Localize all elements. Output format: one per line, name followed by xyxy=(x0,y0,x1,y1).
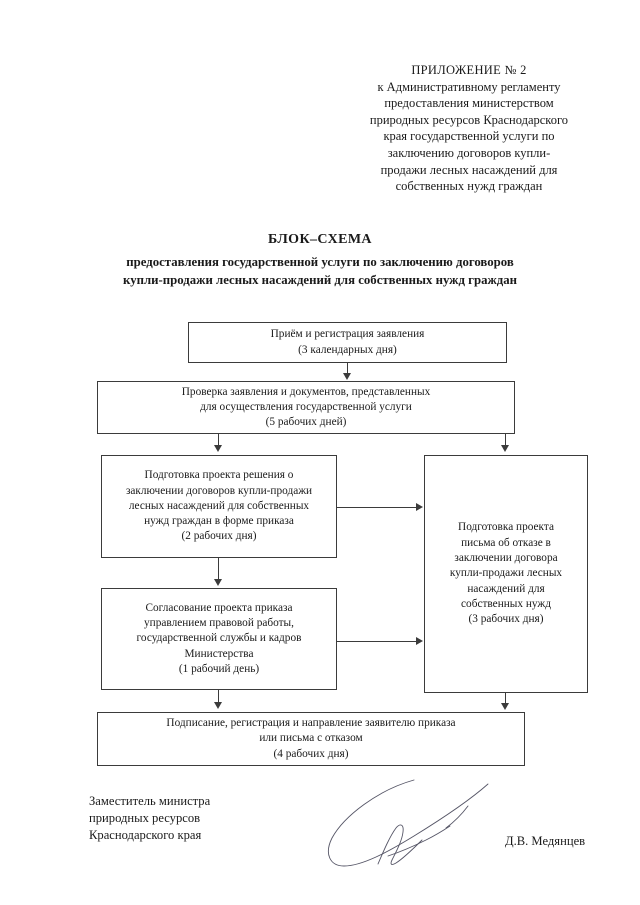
flow-node-refusal-letter-line-4: купли-продажи лесных xyxy=(449,567,563,580)
flow-node-approval-line-2: управлением правовой работы, xyxy=(144,617,294,630)
document-title-block: БЛОК–СХЕМА предоставления государственно… xyxy=(60,232,580,289)
flow-node-prepare-order-line-4: нужд граждан в форме приказа xyxy=(144,515,294,528)
flow-node-check: Проверка заявления и документов, предста… xyxy=(97,381,515,434)
connector-refusal-to-sign xyxy=(505,693,506,704)
flow-node-check-line-2: для осуществления государственной услуги xyxy=(200,400,412,413)
signature-role-line-2: природных ресурсов xyxy=(89,811,201,825)
flow-node-acceptance-line-1: Приём и регистрация заявления xyxy=(270,328,425,341)
signature-name: Д.В. Медянцев xyxy=(505,834,586,848)
flow-node-refusal-letter-line-6: собственных нужд xyxy=(461,597,551,610)
flow-node-acceptance: Приём и регистрация заявления (3 календа… xyxy=(188,322,507,363)
flow-node-prepare-order-line-5: (2 рабочих дня) xyxy=(181,530,257,543)
handwritten-signature-icon xyxy=(328,779,489,867)
flow-node-approval-line-1: Согласование проекта приказа xyxy=(145,601,293,614)
flow-node-prepare-order-line-2: заключении договоров купли-продажи xyxy=(125,484,313,497)
signature-role-line-1: Заместитель министра xyxy=(89,794,211,808)
flow-node-check-line-1: Проверка заявления и документов, предста… xyxy=(181,385,431,398)
flow-node-prepare-order: Подготовка проекта решения о заключении … xyxy=(101,455,337,558)
arrowhead-prepare-to-refusal xyxy=(416,503,423,511)
flow-node-approval-line-5: (1 рабочий день) xyxy=(178,662,260,675)
flow-node-signing: Подписание, регистрация и направление за… xyxy=(97,712,525,766)
flow-node-refusal-letter-line-2: письма об отказе в xyxy=(461,536,551,549)
connector-acceptance-to-check xyxy=(347,363,348,374)
signature-role: Заместитель министра природных ресурсов … xyxy=(89,793,210,844)
flow-node-prepare-order-line-3: лесных насаждений для собственных xyxy=(128,499,310,512)
flow-node-approval-line-4: Министерства xyxy=(184,647,254,660)
appendix-title: ПРИЛОЖЕНИЕ № 2 xyxy=(411,63,527,77)
appendix-header: ПРИЛОЖЕНИЕ № 2 к Административному регла… xyxy=(345,62,593,195)
document-subtitle-line-1: предоставления государственной услуги по… xyxy=(126,255,514,269)
appendix-line-4: края государственной услуги по xyxy=(383,129,555,144)
arrowhead-approval-to-sign xyxy=(214,702,222,709)
flow-node-refusal-letter: Подготовка проекта письма об отказе в за… xyxy=(424,455,588,693)
arrowhead-prepare-to-approve xyxy=(214,579,222,586)
connector-check-to-refusal xyxy=(505,434,506,446)
page-title: БЛОК–СХЕМА xyxy=(268,232,372,247)
flow-node-refusal-letter-line-3: заключении договора xyxy=(454,552,558,565)
arrowhead-check-to-prepare xyxy=(214,445,222,452)
flow-node-check-line-3: (5 рабочих дней) xyxy=(265,416,347,429)
flow-node-prepare-order-line-1: Подготовка проекта решения о xyxy=(144,469,294,482)
flow-node-approval: Согласование проекта приказа управлением… xyxy=(101,588,337,690)
arrowhead-check-to-refusal xyxy=(501,445,509,452)
document-subtitle-line-2: купли-продажи лесных насаждений для собс… xyxy=(123,273,517,287)
appendix-line-1: к Административному регламенту xyxy=(377,79,561,94)
flow-node-refusal-letter-line-5: насаждений для xyxy=(467,582,545,595)
appendix-line-6: продажи лесных насаждений для xyxy=(380,162,558,177)
flow-node-acceptance-line-2: (3 календарных дня) xyxy=(298,343,397,356)
appendix-line-2: предоставления министерством xyxy=(384,96,554,111)
arrowhead-refusal-to-sign xyxy=(501,703,509,710)
flow-node-signing-line-3: (4 рабочих дня) xyxy=(273,747,349,760)
appendix-line-5: заключению договоров купли- xyxy=(387,145,551,160)
flow-node-signing-line-2: или письма с отказом xyxy=(259,732,363,745)
connector-check-to-prepare xyxy=(218,434,219,446)
connector-prepare-to-refusal xyxy=(337,507,417,508)
arrowhead-approval-to-refusal xyxy=(416,637,423,645)
appendix-line-7: собственных нужд граждан xyxy=(395,179,543,194)
connector-approval-to-sign xyxy=(218,690,219,703)
flow-node-approval-line-3: государственной службы и кадров xyxy=(136,632,302,645)
flow-node-signing-line-1: Подписание, регистрация и направление за… xyxy=(166,717,456,730)
connector-prepare-to-approve xyxy=(218,558,219,580)
connector-approval-to-refusal xyxy=(337,641,417,642)
arrowhead-acceptance-to-check xyxy=(343,373,351,380)
appendix-line-3: природных ресурсов Краснодарского xyxy=(369,112,569,127)
signature-role-line-3: Краснодарского края xyxy=(89,828,202,842)
flow-node-refusal-letter-line-7: (3 рабочих дня) xyxy=(468,613,544,626)
flow-node-refusal-letter-line-1: Подготовка проекта xyxy=(458,521,554,534)
